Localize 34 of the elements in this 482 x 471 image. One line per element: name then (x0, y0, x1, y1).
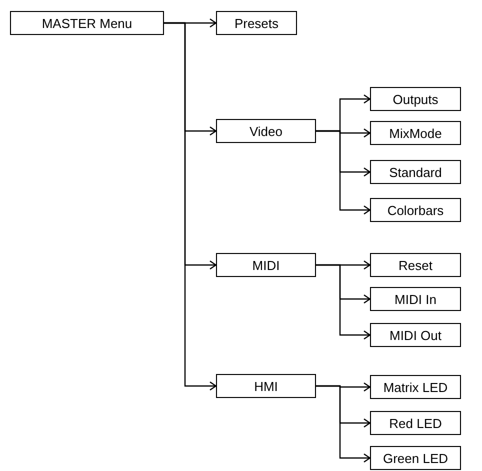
menu-box (216, 11, 297, 35)
menu-label: MASTER Menu (42, 16, 132, 30)
menu-label: Standard (389, 166, 442, 178)
menu-label: MixMode (389, 126, 442, 140)
connector-arrow (316, 130, 371, 215)
menu-box (370, 253, 461, 277)
menu-label: HMI (254, 380, 278, 392)
menu-box (216, 253, 316, 277)
menu-box (216, 119, 316, 143)
menu-label: Colorbars (387, 204, 444, 216)
menu-box (10, 11, 164, 35)
menu-label: Presets (234, 16, 279, 30)
menu-label: MIDI In (394, 292, 436, 306)
menu-label: MIDI Out (389, 328, 442, 342)
menu-box (370, 198, 461, 222)
menu-box (370, 287, 461, 311)
menu-box (370, 375, 461, 399)
menu-box (370, 411, 461, 435)
menu-label: Reset (398, 258, 432, 272)
menu-box (370, 121, 461, 145)
menu-label: Green LED (382, 452, 448, 464)
menu-label: Video (249, 124, 282, 138)
menu-label: Matrix LED (383, 380, 448, 394)
connector-arrow (316, 264, 371, 340)
menu-box (370, 87, 461, 111)
menu-box (370, 446, 461, 470)
menu-label: MIDI (252, 258, 280, 272)
menu-box (216, 374, 316, 398)
connector-arrow (164, 22, 217, 391)
menu-label: Outputs (392, 92, 438, 106)
connector-arrow (316, 385, 371, 463)
menu-box (370, 160, 461, 184)
menu-box (370, 323, 461, 347)
menu-label: Red LED (389, 416, 442, 430)
